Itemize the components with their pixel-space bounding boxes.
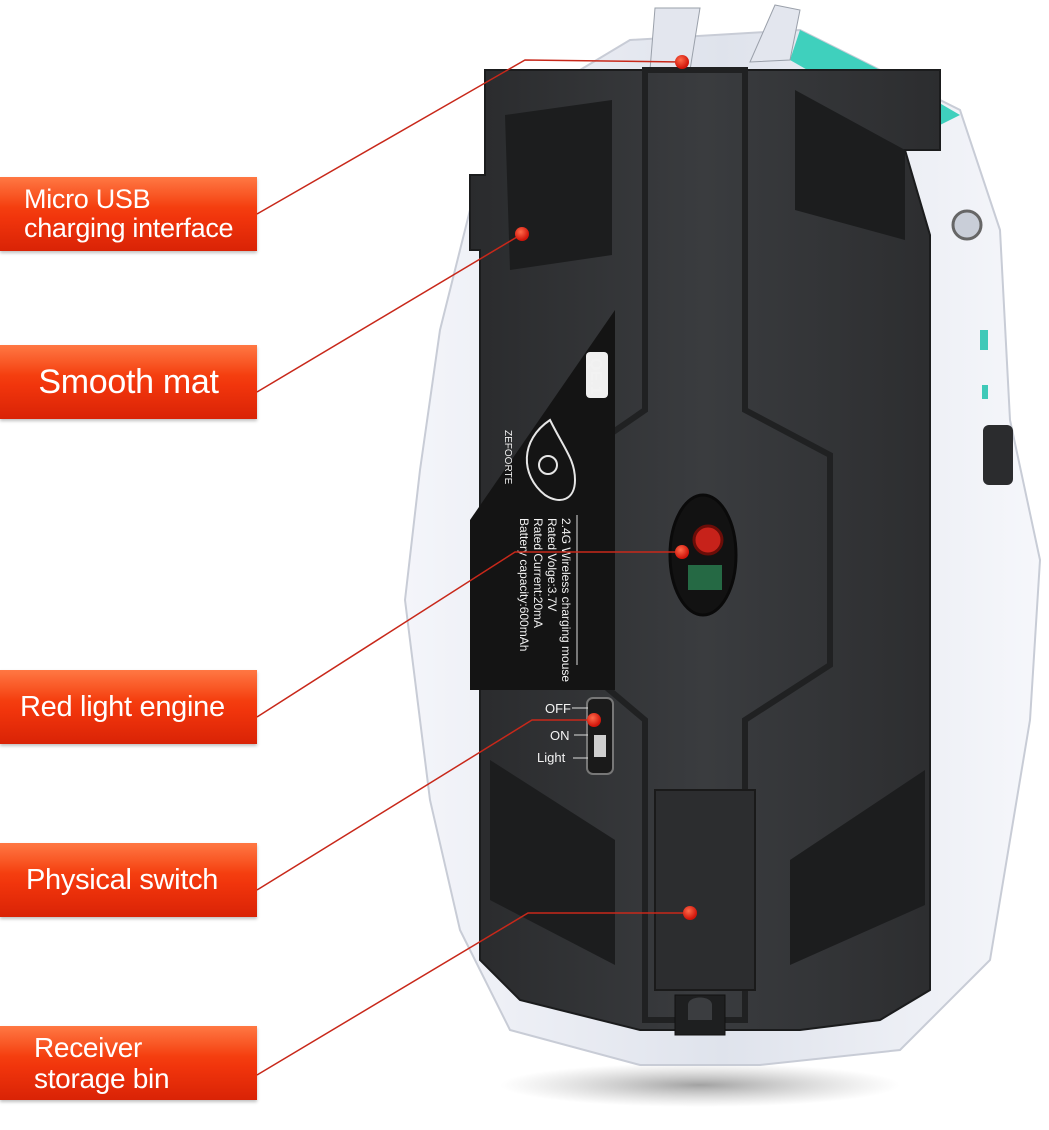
leader-switch xyxy=(256,719,594,891)
dot-switch xyxy=(587,713,601,727)
switch-label-on: ON xyxy=(550,728,570,743)
callout-usb-text: Micro USB charging interface xyxy=(24,184,234,243)
callout-red-light-engine: Red light engine xyxy=(0,670,257,744)
smooth-mat-top-left xyxy=(505,100,612,270)
sensor-board xyxy=(688,565,722,590)
smooth-mat-bottom-right xyxy=(790,770,925,965)
switch-label-light: Light xyxy=(537,750,566,765)
callout-red-light-engine-text: Red light engine xyxy=(20,690,225,723)
leader-usb xyxy=(256,59,683,215)
callout-receiver-bin: Receiver storage bin xyxy=(0,1026,257,1100)
latch-notch xyxy=(688,997,712,1020)
callout-receiver-bin-text: Receiver storage bin xyxy=(34,1032,170,1094)
side-screw xyxy=(951,209,983,241)
model-text: QE.1 xyxy=(587,358,604,395)
brand-text: ZEFOORTE xyxy=(502,430,513,485)
cyan-accent-side-2 xyxy=(982,385,988,399)
receiver-bin-cover xyxy=(654,789,756,991)
switch-slider xyxy=(594,735,606,757)
sensor-lens xyxy=(692,524,724,556)
spec-line-3: Rated Current:20mA xyxy=(531,518,545,628)
floor-shadow xyxy=(500,1063,900,1107)
power-icon xyxy=(538,455,558,475)
dot-bin xyxy=(683,906,697,920)
callout-smooth-mat-text: Smooth mat xyxy=(38,362,219,401)
cyan-accent-side xyxy=(980,330,988,350)
callout-usb: Micro USB charging interface xyxy=(0,177,257,251)
spec-label-panel xyxy=(470,310,615,690)
side-button xyxy=(983,425,1013,485)
callout-physical-switch: Physical switch xyxy=(0,843,257,917)
smooth-mat-top-right xyxy=(795,90,905,240)
callout-physical-switch-text: Physical switch xyxy=(26,863,219,896)
spec-line-1: 2.4G Wireless charging mouse xyxy=(559,518,573,682)
dot-engine xyxy=(675,545,689,559)
callout-smooth-mat: Smooth mat xyxy=(0,345,257,419)
leader-bin xyxy=(256,912,690,1076)
dot-usb xyxy=(675,55,689,69)
model-badge xyxy=(586,352,608,398)
brand-emblem xyxy=(525,418,577,501)
leader-engine xyxy=(256,551,682,718)
dot-mat xyxy=(515,227,529,241)
switch-label-off: OFF xyxy=(545,701,571,716)
right-click-tip xyxy=(749,4,801,63)
spec-line-2: Rated Volge:3.7V xyxy=(545,518,559,611)
spec-line-4: Battery capacity:600mAh xyxy=(517,518,531,651)
leader-mat xyxy=(256,233,523,393)
